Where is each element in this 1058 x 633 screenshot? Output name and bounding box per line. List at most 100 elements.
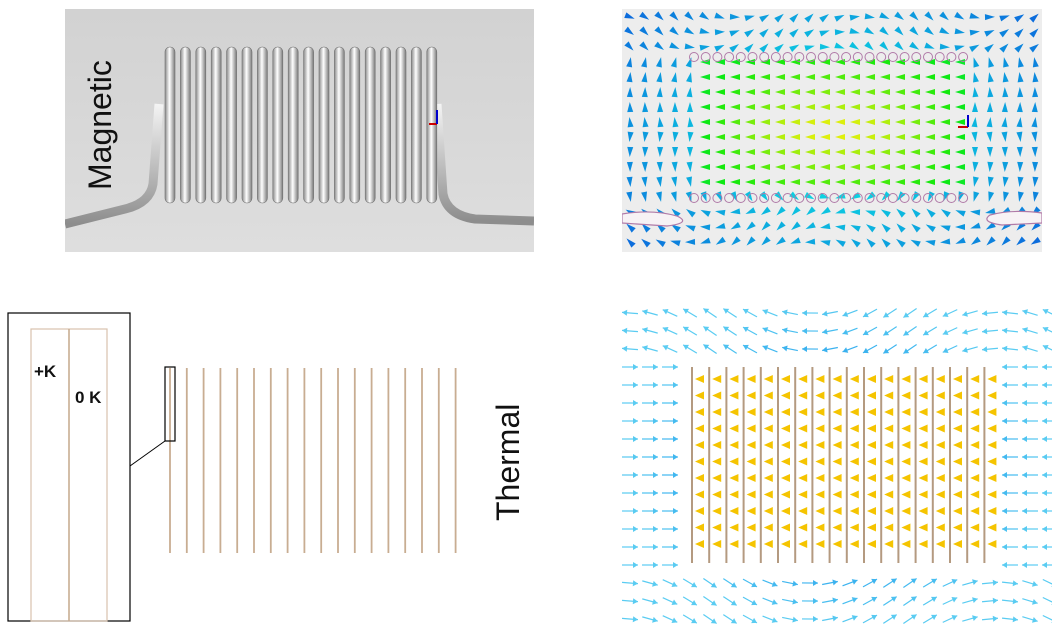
field-arrow: [656, 161, 663, 172]
field-arrow: [895, 134, 905, 140]
field-arrow: [1032, 176, 1039, 187]
conductor-cross-section-top: [864, 52, 875, 62]
magnetic-label: Magnetic: [82, 60, 118, 190]
field-arrow: [654, 41, 665, 50]
field-arrow: [864, 26, 875, 35]
field-arrow: [730, 119, 740, 125]
field-arrow: [1017, 72, 1024, 83]
field-arrow-head: [632, 580, 638, 587]
field-arrow-head: [982, 310, 988, 317]
field-arrow: [684, 26, 695, 35]
field-arrow: [940, 179, 950, 185]
field-arrow-head: [851, 579, 858, 585]
field-arrow: [774, 28, 784, 38]
field-arrow: [940, 209, 951, 218]
heat-flux-arrow: [884, 457, 894, 466]
field-arrow-head: [622, 309, 628, 316]
field-arrow: [657, 117, 664, 128]
field-arrow-head: [930, 614, 937, 620]
field-arrow: [730, 134, 740, 140]
field-arrow: [939, 27, 950, 35]
field-arrow: [850, 119, 860, 125]
heat-flux-arrow: [849, 457, 859, 466]
field-arrow: [1017, 161, 1024, 172]
field-arrow: [714, 12, 725, 19]
heat-flux-arrow: [798, 507, 808, 515]
field-arrow: [657, 146, 664, 157]
heat-flux-arrow: [729, 441, 739, 449]
field-arrow: [641, 87, 648, 98]
field-arrow-head: [782, 309, 788, 316]
field-arrow-head: [723, 326, 730, 332]
field-arrow: [1002, 161, 1009, 172]
field-arrow: [1017, 191, 1024, 202]
field-arrow: [835, 59, 845, 65]
heat-flux-arrow: [746, 457, 756, 466]
conductor-cross-section-bottom: [899, 193, 910, 203]
field-arrow: [910, 134, 920, 140]
field-arrow: [641, 57, 647, 68]
conductor-cross-section-bottom: [782, 193, 793, 203]
heat-flux-arrow: [970, 375, 980, 383]
field-arrow-head: [1042, 400, 1047, 406]
field-arrow: [745, 89, 755, 95]
field-arrow-head: [743, 344, 749, 351]
field-arrow-head: [992, 615, 998, 622]
field-arrow: [820, 240, 831, 247]
field-arrow: [895, 164, 905, 170]
heat-flux-arrow: [884, 441, 894, 449]
field-arrow: [1032, 191, 1039, 202]
field-arrow: [986, 117, 993, 128]
field-arrow: [654, 26, 664, 36]
field-arrow-head: [652, 616, 658, 623]
field-arrow: [672, 146, 679, 157]
field-arrow: [804, 13, 814, 23]
field-arrow: [805, 238, 816, 245]
field-arrow-head: [710, 618, 717, 624]
field-arrow: [881, 238, 891, 248]
field-arrow-head: [691, 581, 697, 588]
field-arrow-head: [633, 400, 638, 406]
field-arrow: [775, 164, 785, 170]
field-arrow-head: [812, 580, 818, 587]
field-arrow: [987, 87, 994, 98]
field-arrow-head: [743, 326, 749, 333]
field-arrow-head: [1022, 436, 1027, 442]
conductor-cross-section-top: [806, 52, 816, 62]
heat-flux-arrow: [832, 490, 842, 499]
field-arrow: [760, 206, 771, 215]
field-arrow-head: [762, 309, 769, 315]
field-arrow-head: [642, 345, 648, 352]
field-arrow: [657, 102, 664, 113]
heat-flux-arrow: [867, 490, 876, 499]
field-arrow: [669, 26, 679, 36]
heat-flux-arrow: [918, 408, 928, 416]
field-arrow: [880, 104, 890, 110]
field-arrow: [1001, 146, 1008, 157]
field-arrow-head: [812, 598, 818, 605]
field-arrow: [642, 102, 649, 113]
heat-flux-arrow: [901, 408, 911, 416]
field-arrow: [1014, 14, 1025, 23]
heat-flux-arrow: [695, 375, 704, 383]
field-arrow-head: [1022, 400, 1027, 406]
heat-flux-arrow: [798, 408, 808, 416]
heat-flux-arrow: [987, 457, 997, 466]
heat-flux-arrow: [695, 523, 704, 532]
field-arrow: [1031, 117, 1038, 128]
field-arrow: [820, 59, 830, 65]
heat-flux-arrow: [746, 441, 756, 449]
field-arrow: [699, 11, 710, 20]
heat-flux-arrow: [918, 540, 928, 548]
field-arrow-head: [673, 418, 678, 424]
field-arrow: [940, 104, 950, 110]
heat-flux-arrow: [729, 424, 739, 433]
field-arrow: [940, 74, 950, 80]
field-arrow: [761, 236, 771, 246]
field-arrow: [986, 146, 993, 157]
field-arrow: [790, 59, 800, 65]
heat-flux-arrow: [746, 540, 756, 548]
field-arrow-head: [942, 329, 949, 335]
field-arrow-head: [642, 327, 648, 334]
field-arrow: [955, 119, 965, 125]
